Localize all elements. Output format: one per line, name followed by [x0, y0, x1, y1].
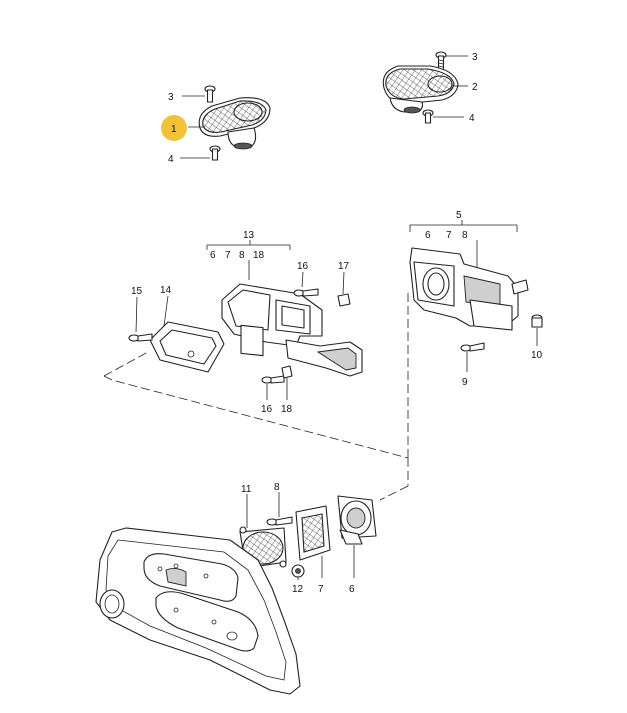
callout-5: 5 [456, 210, 462, 221]
callout-5-sub-6: 6 [425, 230, 431, 241]
callout-5-sub-8: 8 [462, 230, 468, 241]
callout-18: 18 [281, 404, 293, 415]
callout-9: 9 [462, 377, 468, 388]
assembly-lines [103, 292, 409, 501]
washer-icon [291, 564, 305, 578]
callout-3: 3 [168, 92, 174, 103]
callout-17: 17 [338, 261, 350, 272]
callout-6: 6 [349, 584, 355, 595]
callout-15: 15 [131, 286, 143, 297]
callout-13-sub-8: 8 [239, 250, 245, 261]
screw-icon [293, 288, 319, 297]
callout-16-lower: 16 [261, 404, 273, 415]
callout-13-sub-6: 6 [210, 250, 216, 261]
speaker-bracket-left: 13 6 7 8 18 14 15 16 [128, 230, 363, 415]
screw-icon [204, 85, 216, 103]
clip-icon [337, 293, 351, 307]
callout-3: 3 [472, 52, 478, 63]
callout-4: 4 [469, 113, 475, 124]
clip-icon [531, 314, 543, 328]
callout-2: 2 [472, 82, 478, 93]
callout-8: 8 [274, 482, 280, 493]
highlight-marker[interactable] [161, 115, 187, 141]
callout-1: 1 [171, 124, 177, 135]
callout-10: 10 [531, 350, 543, 361]
screw-icon [128, 333, 153, 342]
nut-icon [281, 365, 293, 379]
tweeter-assembly-left: 3 1 4 [161, 85, 271, 165]
callout-14: 14 [160, 285, 172, 296]
callout-13-sub-18: 18 [253, 250, 265, 261]
door-speakers: 11 8 12 7 6 [95, 482, 377, 695]
callout-16-upper: 16 [297, 261, 309, 272]
callout-4: 4 [168, 154, 174, 165]
callout-7: 7 [318, 584, 324, 595]
screw-icon [422, 109, 434, 124]
screw-icon [266, 516, 293, 526]
screw-icon [209, 145, 221, 161]
callout-12: 12 [292, 584, 304, 595]
screw-icon [460, 342, 485, 352]
callout-5-sub-7: 7 [446, 230, 452, 241]
door-trim-panel [95, 527, 301, 695]
callout-13: 13 [243, 230, 255, 241]
tweeter-assembly-right: 3 2 4 [382, 51, 478, 124]
screw-icon [261, 375, 285, 384]
callout-11: 11 [241, 484, 252, 495]
callout-13-sub-7: 7 [225, 250, 231, 261]
speaker-bracket-right: 5 6 7 8 10 9 [409, 210, 543, 388]
